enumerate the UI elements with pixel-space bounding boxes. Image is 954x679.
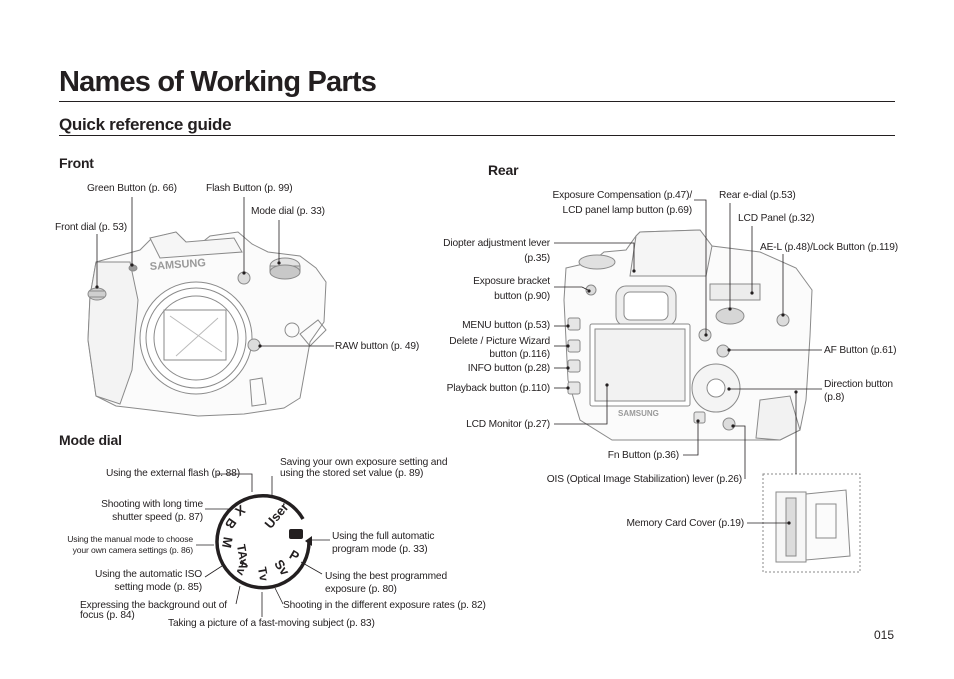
- label-full-auto-line1: Using the full automatic: [332, 531, 435, 542]
- label-direction-button: Direction button (p.8): [824, 379, 893, 404]
- label-diopter-line2: (p.35): [524, 252, 550, 264]
- front-leader-dots: [95, 261, 281, 348]
- label-exposure-rates: Shooting in the different exposure rates…: [283, 600, 486, 611]
- label-best-programmed-line2: exposure (p. 80): [325, 583, 397, 595]
- label-manual-mode: Using the manual mode to choose your own…: [67, 534, 193, 556]
- front-camera-logo: SAMSUNG: [149, 257, 206, 273]
- label-info-button: INFO button (p.28): [467, 363, 550, 374]
- label-saving-exposure: Saving your own exposure setting and usi…: [280, 457, 447, 480]
- label-exposure-bracket: Exposure bracket button (p.90): [473, 276, 550, 303]
- label-background-focus-line1: Expressing the background out of: [80, 600, 227, 611]
- label-background-focus: Expressing the background out of focus (…: [80, 600, 227, 622]
- label-manual-mode-line2: your own camera settings (p. 86): [72, 545, 193, 555]
- rear-camera-illustration: [563, 229, 813, 441]
- label-best-programmed-line1: Using the best programmed: [325, 571, 447, 582]
- front-heading: Front: [59, 155, 94, 171]
- label-exposure-bracket-line1: Exposure bracket: [473, 276, 550, 287]
- label-delete-button-line2: button (p.116): [489, 348, 550, 360]
- mode-dial-illustration: [196, 473, 330, 617]
- label-auto-iso: Using the automatic ISO setting mode (p.…: [95, 569, 202, 594]
- label-diopter-line1: Diopter adjustment lever: [443, 238, 550, 249]
- label-fn-button: Fn Button (p.36): [607, 450, 679, 461]
- label-long-time-line1: Shooting with long time: [101, 499, 203, 510]
- label-lcd-panel: LCD Panel (p.32): [738, 213, 815, 224]
- label-exposure-compensation-line1: Exposure Compensation (p.47)/: [552, 190, 693, 201]
- label-best-programmed: Using the best programmed exposure (p. 8…: [325, 571, 447, 596]
- page-subtitle: Quick reference guide: [59, 115, 232, 134]
- mode-dial-heading: Mode dial: [59, 432, 122, 448]
- dial-mark-m: M: [219, 535, 236, 550]
- front-camera-illustration: [87, 231, 327, 417]
- label-exposure-bracket-line2: button (p.90): [494, 290, 550, 302]
- label-saving-exposure-line2: using the stored set value (p. 89): [280, 467, 424, 479]
- rear-leader-dots: [566, 269, 798, 525]
- label-green-button: Green Button (p. 66): [87, 183, 177, 194]
- label-front-dial: Front dial (p. 53): [55, 222, 128, 233]
- label-fast-subject: Taking a picture of a fast-moving subjec…: [168, 618, 375, 629]
- label-exposure-compensation: Exposure Compensation (p.47)/ LCD panel …: [552, 190, 693, 217]
- label-rear-e-dial: Rear e-dial (p.53): [719, 190, 796, 201]
- label-diopter: Diopter adjustment lever (p.35): [443, 238, 550, 265]
- label-auto-iso-line1: Using the automatic ISO: [95, 569, 202, 580]
- label-ois-lever: OIS (Optical Image Stabilization) lever …: [546, 474, 742, 485]
- label-ae-l: AE-L (p.48)/Lock Button (p.119): [760, 242, 899, 253]
- label-long-time: Shooting with long time shutter speed (p…: [101, 499, 203, 524]
- rear-leader-lines: [554, 199, 822, 524]
- label-background-focus-line2: focus (p. 84): [80, 609, 135, 621]
- rear-camera-logo: SAMSUNG: [618, 409, 659, 418]
- page-title: Names of Working Parts: [59, 66, 377, 98]
- label-flash-button: Flash Button (p. 99): [206, 183, 293, 194]
- label-exposure-compensation-line2: LCD panel lamp button (p.69): [562, 204, 693, 216]
- label-full-auto-line2: program mode (p. 33): [332, 543, 428, 555]
- title-rule: [59, 101, 895, 102]
- label-lcd-monitor: LCD Monitor (p.27): [466, 419, 550, 430]
- label-direction-button-line1: Direction button: [824, 379, 893, 390]
- label-memory-card-cover: Memory Card Cover (p.19): [626, 518, 744, 529]
- label-direction-button-line2: (p.8): [824, 391, 845, 403]
- label-playback-button: Playback button (p.110): [446, 383, 551, 394]
- label-menu-button: MENU button (p.53): [462, 320, 550, 331]
- rear-heading: Rear: [488, 162, 519, 178]
- label-raw-button: RAW button (p. 49): [335, 341, 420, 352]
- label-auto-iso-line2: setting mode (p. 85): [114, 581, 202, 593]
- label-mode-dial: Mode dial (p. 33): [251, 206, 325, 217]
- front-leader-lines: [96, 197, 334, 347]
- label-manual-mode-line1: Using the manual mode to choose: [67, 534, 193, 544]
- label-saving-exposure-line1: Saving your own exposure setting and: [280, 457, 448, 468]
- label-af-button: AF Button (p.61): [824, 345, 897, 356]
- page-number: 015: [874, 628, 895, 642]
- label-full-auto: Using the full automatic program mode (p…: [332, 531, 434, 556]
- camera-icon: [289, 529, 303, 539]
- label-delete-button-line1: Delete / Picture Wizard: [449, 336, 550, 347]
- label-long-time-line2: shutter speed (p. 87): [112, 511, 203, 523]
- dial-mark-tv: Tv: [254, 565, 272, 583]
- subtitle-rule: [59, 135, 895, 136]
- label-external-flash: Using the external flash (p. 88): [106, 468, 240, 479]
- label-delete-button: Delete / Picture Wizard button (p.116): [449, 336, 550, 361]
- memory-card-inset: [762, 473, 861, 573]
